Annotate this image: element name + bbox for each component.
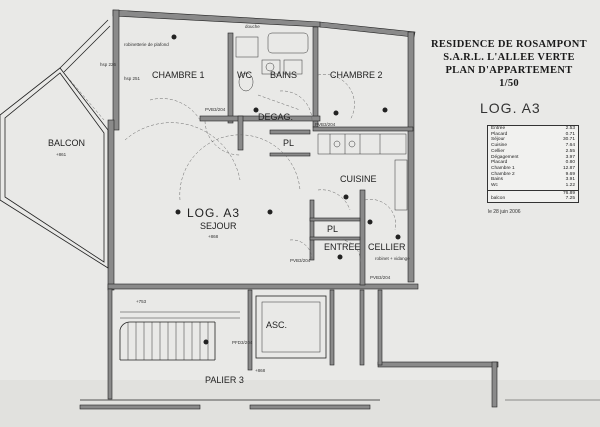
date-note: le 28 juin 2006 xyxy=(488,209,521,215)
area-name: Chambre 1 xyxy=(491,165,515,171)
sejour-level: +868 xyxy=(208,234,219,239)
area-value: 9.69 xyxy=(565,171,575,177)
area-value: 0.71 xyxy=(565,131,575,137)
vent-label-2: PVB3/204 xyxy=(315,122,336,127)
note-hsp-top: hsp 226 xyxy=(100,62,117,67)
palier-level: +868 xyxy=(255,368,266,373)
area-row: Cuisine 7.64 xyxy=(488,143,578,149)
area-value: 1.22 xyxy=(565,183,575,189)
room-label-sejour: SEJOUR xyxy=(200,221,237,231)
area-row: Placard 0.71 xyxy=(488,132,578,138)
outer-walls xyxy=(107,9,419,291)
area-row: Séjour 30.71 xyxy=(488,137,578,143)
area-value: 3.97 xyxy=(565,154,575,160)
area-name: Placard xyxy=(491,131,508,137)
note-robinet: robinet + vidange xyxy=(375,256,410,261)
title-scale: 1/50 xyxy=(499,78,519,89)
door-swings xyxy=(124,74,396,263)
room-label-cellier: CELLIER xyxy=(368,242,406,252)
area-name: Chambre 2 xyxy=(491,171,515,177)
title-line-2: S.A.R.L. L'ALLEE VERTE xyxy=(443,52,575,63)
area-name: Placard xyxy=(491,160,508,166)
area-row: Chambre 2 9.69 xyxy=(488,172,578,178)
room-label-pl-entree: PL xyxy=(327,224,338,234)
area-name: Cellier xyxy=(491,148,505,154)
area-row: Cellier 2.55 xyxy=(488,149,578,155)
vent-label-5: PVB3/204 xyxy=(370,275,391,280)
area-value: 12.87 xyxy=(562,165,575,171)
title-line-3: PLAN D'APPARTEMENT xyxy=(445,65,573,76)
balcon-level: +861 xyxy=(56,152,67,157)
room-label-chambre1: CHAMBRE 1 xyxy=(152,70,205,80)
room-label-balcon: BALCON xyxy=(48,138,85,148)
balcony xyxy=(0,19,111,269)
area-value: 30.71 xyxy=(562,137,575,143)
area-row: 76.89 xyxy=(488,189,578,197)
socket-symbols xyxy=(171,34,401,345)
vent-label-3: PVB3/204 xyxy=(290,258,311,263)
area-value: 7.64 xyxy=(565,143,575,149)
stair-landing xyxy=(79,288,600,410)
title-line-1: RESIDENCE DE ROSAMPONT xyxy=(431,39,587,50)
room-label-asc: ASC. xyxy=(266,320,287,330)
room-label-wc: WC xyxy=(237,70,252,80)
room-label-cuisine: CUISINE xyxy=(340,174,377,184)
area-value: 0.80 xyxy=(565,160,575,166)
area-name: Cuisine xyxy=(491,143,507,149)
vent-label-4: PFD3/204 xyxy=(232,340,253,345)
note-douche: douche xyxy=(245,24,260,29)
area-row: Entrée 2.53 xyxy=(488,126,578,132)
lot-label: LOG. A3 xyxy=(480,100,541,116)
area-row: Bains 3.91 xyxy=(488,177,578,183)
kitchen-counter xyxy=(317,133,408,211)
note-robinet-plafond: robinetterie de plafond xyxy=(124,42,169,47)
area-name: Bains xyxy=(491,177,503,183)
room-label-degag: DEGAG. xyxy=(258,112,293,122)
area-row: Wc 1.22 xyxy=(488,183,578,189)
room-label-pl-top: PL xyxy=(283,138,294,148)
note-hsp-251: hsp 251 xyxy=(124,76,141,81)
area-value: 3.91 xyxy=(565,177,575,183)
area-value: 7.25 xyxy=(565,196,575,202)
area-value: 2.53 xyxy=(565,126,575,131)
room-label-chambre2: CHAMBRE 2 xyxy=(330,70,383,80)
room-label-bains: BAINS xyxy=(270,70,297,80)
bathroom-fixtures xyxy=(235,32,309,111)
area-name: Entrée xyxy=(491,126,506,131)
room-label-palier: PALIER 3 xyxy=(205,375,244,385)
room-label-entree: ENTREE xyxy=(324,242,361,252)
area-row: Dégagement 3.97 xyxy=(488,155,578,161)
area-name: Dégagement xyxy=(491,154,519,160)
area-value: 76.89 xyxy=(562,190,575,196)
vent-label-1: PVB3/204 xyxy=(205,107,226,112)
title-block: RESIDENCE DE ROSAMPONT S.A.R.L. L'ALLEE … xyxy=(424,38,594,90)
area-row: Chambre 1 12.87 xyxy=(488,166,578,172)
area-row: balcon 7.25 xyxy=(488,196,578,202)
room-label-sejour-log: LOG. A3 xyxy=(187,206,240,220)
area-name: Séjour xyxy=(491,137,505,143)
area-name: balcon xyxy=(491,196,506,202)
area-value: 2.55 xyxy=(565,148,575,154)
area-row: Placard 0.80 xyxy=(488,160,578,166)
stair-level: +753 xyxy=(136,299,147,304)
area-name: Wc xyxy=(491,183,498,189)
